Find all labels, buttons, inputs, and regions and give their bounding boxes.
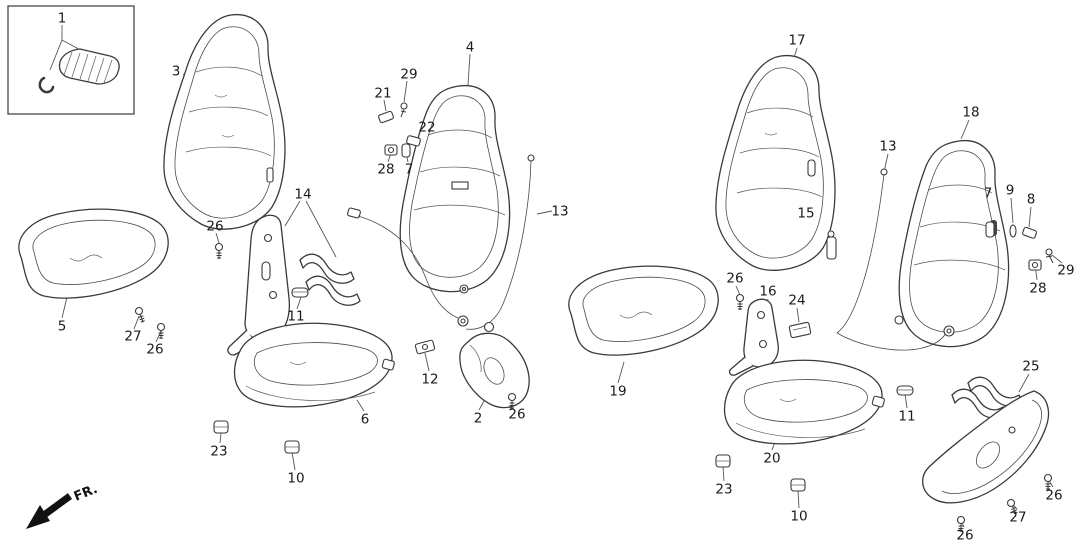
track-cover-strip <box>299 253 355 284</box>
screw-29 <box>1045 248 1054 264</box>
seat-back-cover-17 <box>715 55 836 271</box>
pin-9 <box>1009 224 1017 238</box>
clip-11 <box>896 385 914 396</box>
recline-cable-13-right <box>836 168 955 351</box>
part-label-29: 29 <box>400 67 417 83</box>
part-label-11: 11 <box>287 309 304 325</box>
clip-10 <box>790 478 806 492</box>
seat-cushion-20 <box>723 359 885 445</box>
bracket-28 <box>1028 259 1042 271</box>
right-hardware <box>715 221 1054 533</box>
part-label-7: 7 <box>405 162 414 178</box>
clip-21 <box>378 110 394 124</box>
seat-back-4 <box>399 84 511 294</box>
fr-direction-arrow: FR. <box>26 482 100 529</box>
part-label-26: 26 <box>508 407 525 423</box>
part-label-1: 1 <box>58 11 67 27</box>
part-label-27: 27 <box>124 329 141 345</box>
part-label-26: 26 <box>956 528 973 544</box>
bushing-7 <box>401 143 411 158</box>
recline-cover-2 <box>459 332 530 409</box>
clip-23 <box>715 454 731 468</box>
screw-27 <box>133 305 147 325</box>
left-hardware <box>133 102 517 454</box>
part-label-10: 10 <box>790 509 807 525</box>
part-label-20: 20 <box>763 451 780 467</box>
part-label-25: 25 <box>1022 359 1039 375</box>
part-label-17: 17 <box>788 33 805 49</box>
seat-track-14 <box>227 214 361 356</box>
part-label-19: 19 <box>609 384 626 400</box>
part-label-24: 24 <box>788 293 805 309</box>
seat-cushion-cover-5 <box>18 208 169 299</box>
part-label-27: 27 <box>1009 510 1026 526</box>
fr-label: FR. <box>72 482 100 505</box>
part-label-3: 3 <box>172 64 181 80</box>
part-label-26: 26 <box>726 271 743 287</box>
part-label-11: 11 <box>898 409 915 425</box>
spring-hook <box>38 76 55 94</box>
part-label-6: 6 <box>361 412 370 428</box>
clip-23 <box>213 420 229 434</box>
bracket-12 <box>414 339 436 355</box>
recline-cable-13-left <box>347 154 535 333</box>
part-label-16: 16 <box>759 284 776 300</box>
part-label-15: 15 <box>797 206 814 222</box>
part-label-12: 12 <box>421 372 438 388</box>
lumbar-spring <box>58 48 120 85</box>
part-label-26: 26 <box>206 219 223 235</box>
part-label-21: 21 <box>374 86 391 102</box>
cable-grommet <box>483 321 495 333</box>
part-label-10: 10 <box>287 471 304 487</box>
part-label-13: 13 <box>879 139 896 155</box>
part-label-2: 2 <box>474 411 483 427</box>
track-cover-strip <box>305 275 361 306</box>
part-label-13: 13 <box>551 204 568 220</box>
part-label-29: 29 <box>1057 263 1074 279</box>
inset-box-part-1 <box>7 5 135 115</box>
screw-29 <box>400 102 408 118</box>
clip-11 <box>291 287 309 298</box>
clip-10 <box>284 440 300 454</box>
part-label-14: 14 <box>294 187 311 203</box>
headrest-guide-15 <box>826 230 837 260</box>
bolt-26 <box>735 293 745 311</box>
recline-cover-25 <box>922 376 1050 504</box>
part-label-18: 18 <box>962 105 979 121</box>
part-label-8: 8 <box>1027 192 1036 208</box>
clip-8 <box>1022 226 1037 239</box>
part-label-28: 28 <box>1029 281 1046 297</box>
label-patch <box>451 181 469 190</box>
part-label-28: 28 <box>377 162 394 178</box>
part-label-22: 22 <box>418 120 435 136</box>
part-label-26: 26 <box>146 342 163 358</box>
part-label-5: 5 <box>58 319 67 335</box>
part-label-4: 4 <box>466 40 475 56</box>
spacer-24 <box>788 321 812 339</box>
part-label-23: 23 <box>715 482 732 498</box>
bushing-7 <box>985 221 995 238</box>
part-label-7: 7 <box>984 186 993 202</box>
bracket-28 <box>384 144 398 156</box>
part-label-9: 9 <box>1006 183 1015 199</box>
bolt-26 <box>214 242 224 260</box>
seat-back-18 <box>894 140 1010 348</box>
part-label-26: 26 <box>1045 488 1062 504</box>
arrowhead <box>26 505 50 529</box>
part-label-23: 23 <box>210 444 227 460</box>
seat-back-cover-3 <box>163 14 286 230</box>
seat-cushion-6 <box>233 322 395 408</box>
clip-22 <box>406 135 421 147</box>
seat-cushion-cover-19 <box>568 265 719 356</box>
